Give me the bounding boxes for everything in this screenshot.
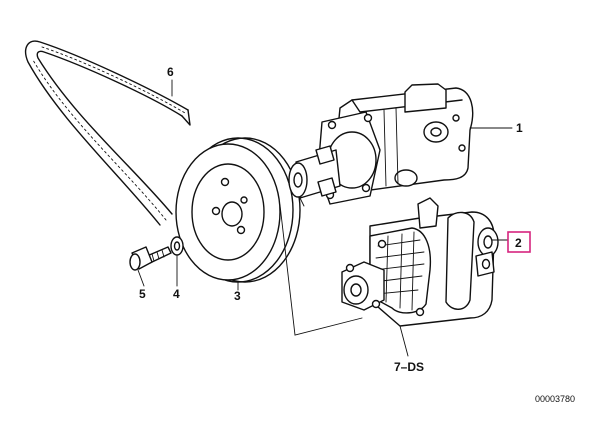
assembly-bracket-lines [279,197,363,336]
bolt[interactable] [129,246,172,271]
callout-5[interactable]: 5 [139,287,146,301]
callout-3[interactable]: 3 [234,289,241,303]
v-belt[interactable] [24,40,191,226]
power-steering-pump[interactable] [288,83,474,205]
callout-4[interactable]: 4 [173,287,180,301]
callout-2[interactable]: 2 [515,236,522,250]
pulley[interactable] [175,137,301,283]
callout-1[interactable]: 1 [516,121,523,135]
callout-2-highlight [507,231,531,253]
pump-assembly[interactable] [341,197,499,327]
diagram-reference-number: 00003780 [535,394,575,404]
callout-6[interactable]: 6 [167,65,174,79]
callout-7-ds[interactable]: 7–DS [394,360,424,374]
washer[interactable] [170,236,184,256]
